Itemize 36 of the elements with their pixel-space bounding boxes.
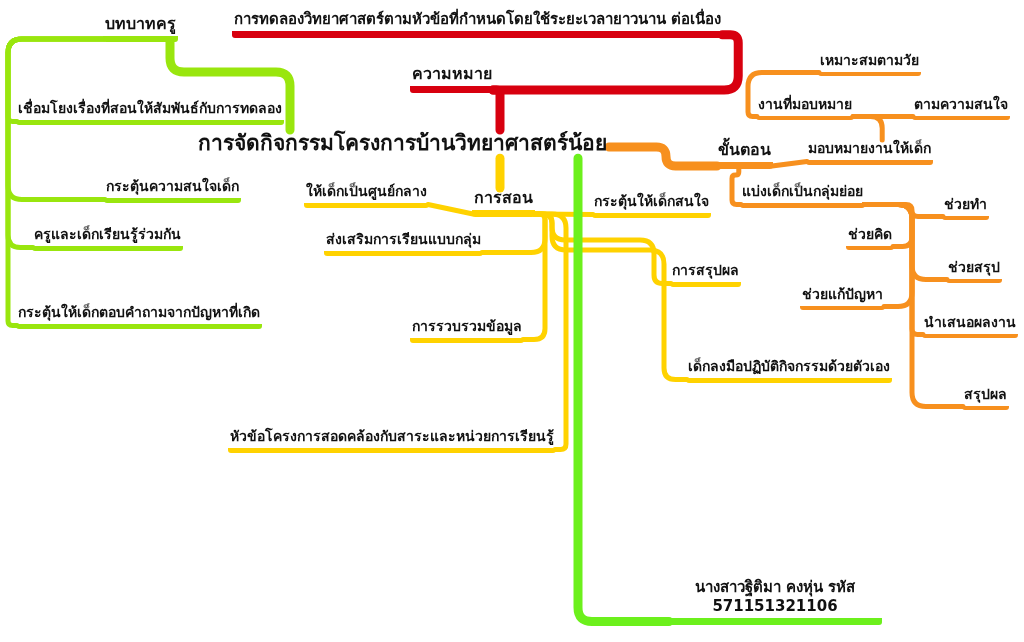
topic-label: กระตุ้นให้เด็กสนใจ: [592, 193, 711, 218]
topic-label: ตามความสนใจ: [912, 96, 1010, 120]
topic-label: เหมาะสมตามวัย: [818, 52, 921, 76]
topic-label: บทบาทครู: [103, 14, 178, 42]
topic-label: การสรุปผล: [670, 262, 741, 287]
topic-label: การทดลองวิทยาศาสตร์ตามหัวข้อที่กำหนดโดยใช้ระยะเวลายาวนาน ต่อเนื่อง: [232, 10, 724, 38]
branch-line: [488, 30, 743, 95]
branch-line: [729, 166, 744, 207]
topic-label: ช่วยคิด: [846, 226, 894, 250]
branch-line: [745, 70, 822, 119]
topic-label: ความหมาย: [410, 64, 494, 93]
topic-label: ครูและเด็กเรียนรู้ร่วมกัน: [32, 226, 183, 251]
topic-label: ช่วยทำ: [942, 196, 989, 220]
topic-label: หัวข้อโครงการสอดคล้องกับสาระและหน่วยการเรียนรู้: [228, 428, 556, 453]
topic-label: ช่วยแก้ปัญหา: [800, 286, 885, 310]
branch-line: [850, 114, 916, 119]
branch-line: [861, 202, 966, 409]
topic-label: สรุปผล: [962, 386, 1009, 410]
topic-label: มอบหมายงานให้เด็ก: [806, 140, 933, 165]
topic-label: ช่วยสรุป: [946, 259, 1002, 283]
topic-label: การสอน: [472, 188, 535, 217]
topic-label: งานที่มอบหมาย: [756, 96, 854, 120]
topic-label: นำเสนอผลงาน: [922, 314, 1018, 338]
topic-label: ส่งเสริมการเรียนแบบกลุ่ม: [324, 231, 483, 256]
branch-line: [604, 142, 722, 171]
topic-label: แบ่งเด็กเป็นกลุ่มย่อย: [740, 183, 865, 208]
central-topic: การจัดกิจกรรมโครงการบ้านวิทยาศาสตร์น้อย: [196, 130, 609, 159]
topic-label: ให้เด็กเป็นศูนย์กลาง: [304, 183, 429, 208]
branch-line: [573, 153, 674, 626]
branch-line: [495, 153, 505, 193]
topic-label: นางสาวฐิติมา คงหุ่น รหัส 571151321106: [668, 578, 882, 625]
topic-label: การรวบรวมข้อมูล: [410, 318, 524, 343]
topic-label: เชื่อมโยงเรื่องที่สอนให้สัมพันธ์กับการทดลอง: [16, 100, 284, 125]
topic-label: เด็กลงมือปฏิบัติกิจกรรมด้วยตัวเอง: [686, 358, 892, 383]
topic-label: กระตุ้นให้เด็กตอบคำถามจากปัญหาที่เกิด: [16, 304, 262, 329]
topic-label: กระตุ้นความสนใจเด็ก: [104, 178, 241, 203]
